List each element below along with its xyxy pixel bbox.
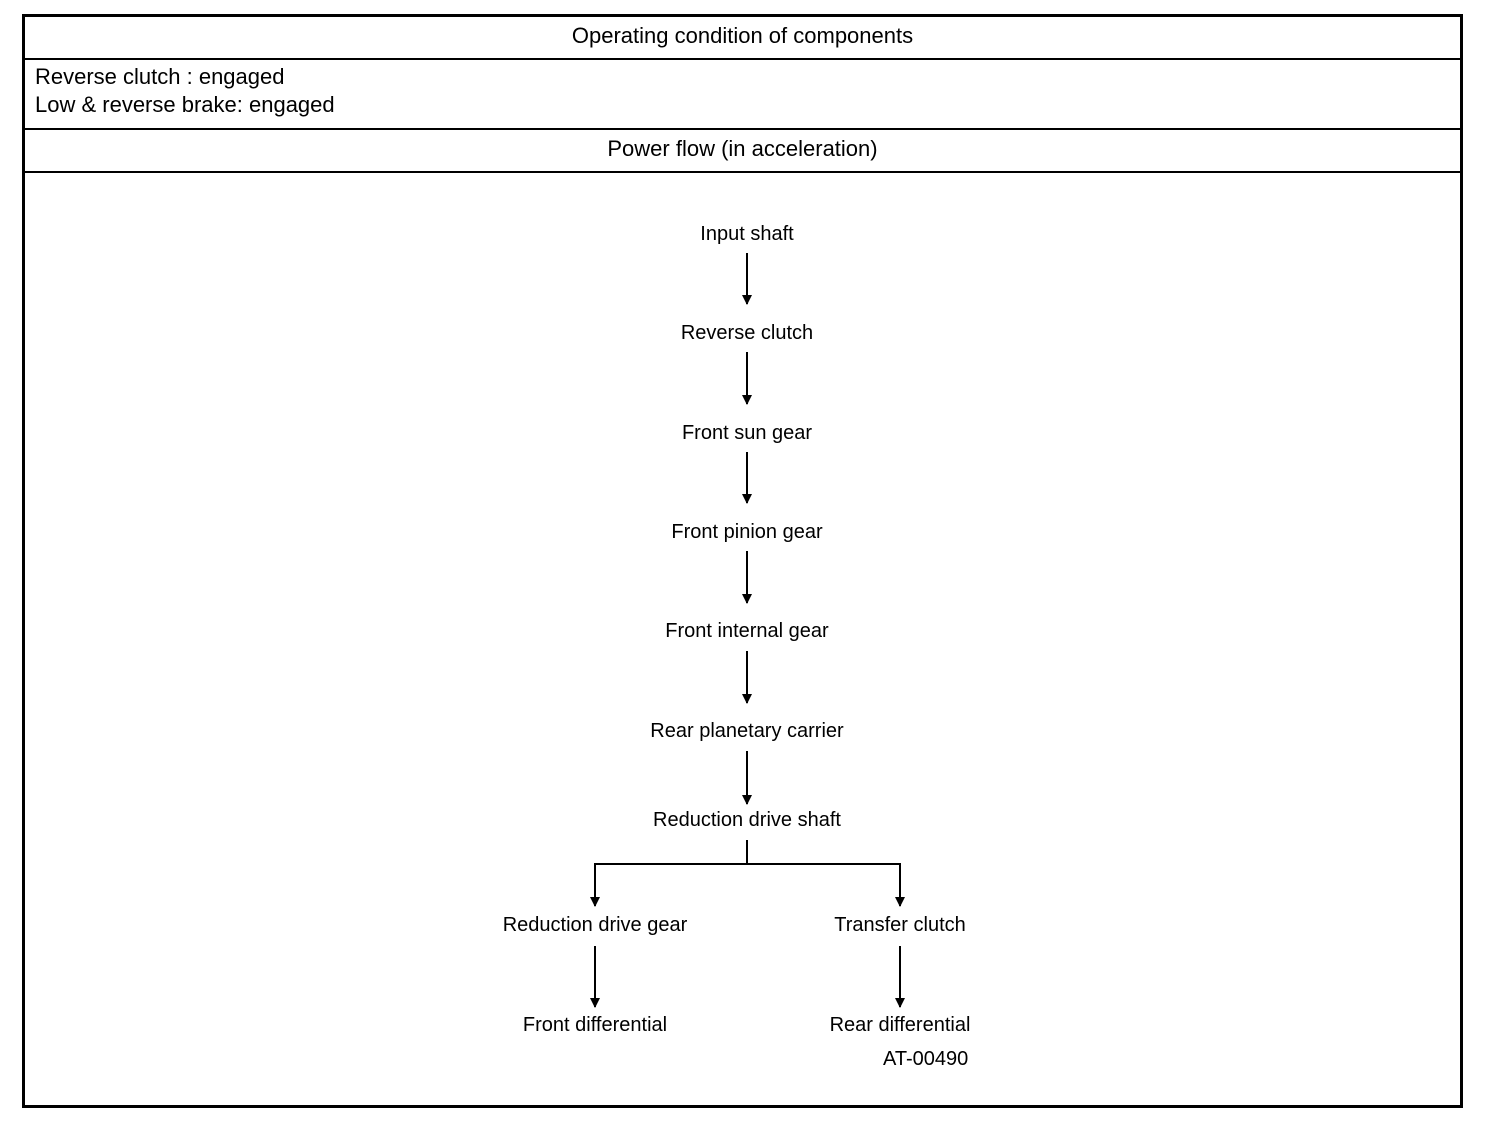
node-reduction-drive-shaft: Reduction drive shaft	[653, 809, 841, 831]
power-flow-table: Operating condition of components Revers…	[22, 14, 1463, 1108]
power-flow-header: Power flow (in acceleration)	[25, 130, 1460, 173]
node-rear-planetary-carrier: Rear planetary carrier	[650, 720, 844, 742]
node-reduction-drive-gear: Reduction drive gear	[502, 914, 688, 936]
operating-condition-cell: Reverse clutch : engaged Low & reverse b…	[25, 60, 1460, 130]
condition-reverse-clutch: Reverse clutch : engaged	[35, 64, 285, 89]
node-front-sun-gear: Front sun gear	[681, 422, 813, 444]
node-front-internal-gear: Front internal gear	[665, 620, 829, 642]
node-front-differential: Front differential	[522, 1014, 668, 1036]
figure-code: AT-00490	[883, 1048, 969, 1070]
branch-connector	[590, 840, 748, 907]
node-front-pinion-gear: Front pinion gear	[671, 521, 823, 543]
node-input-shaft: Input shaft	[700, 223, 794, 245]
operating-condition-header: Operating condition of components	[25, 17, 1460, 60]
condition-low-reverse-brake: Low & reverse brake: engaged	[35, 92, 335, 117]
node-rear-differential: Rear differential	[829, 1014, 971, 1036]
condition-list: Reverse clutch : engaged Low & reverse b…	[35, 63, 335, 119]
node-reverse-clutch: Reverse clutch	[680, 322, 814, 344]
node-transfer-clutch: Transfer clutch	[834, 914, 966, 936]
branch-connector-right	[747, 863, 905, 907]
